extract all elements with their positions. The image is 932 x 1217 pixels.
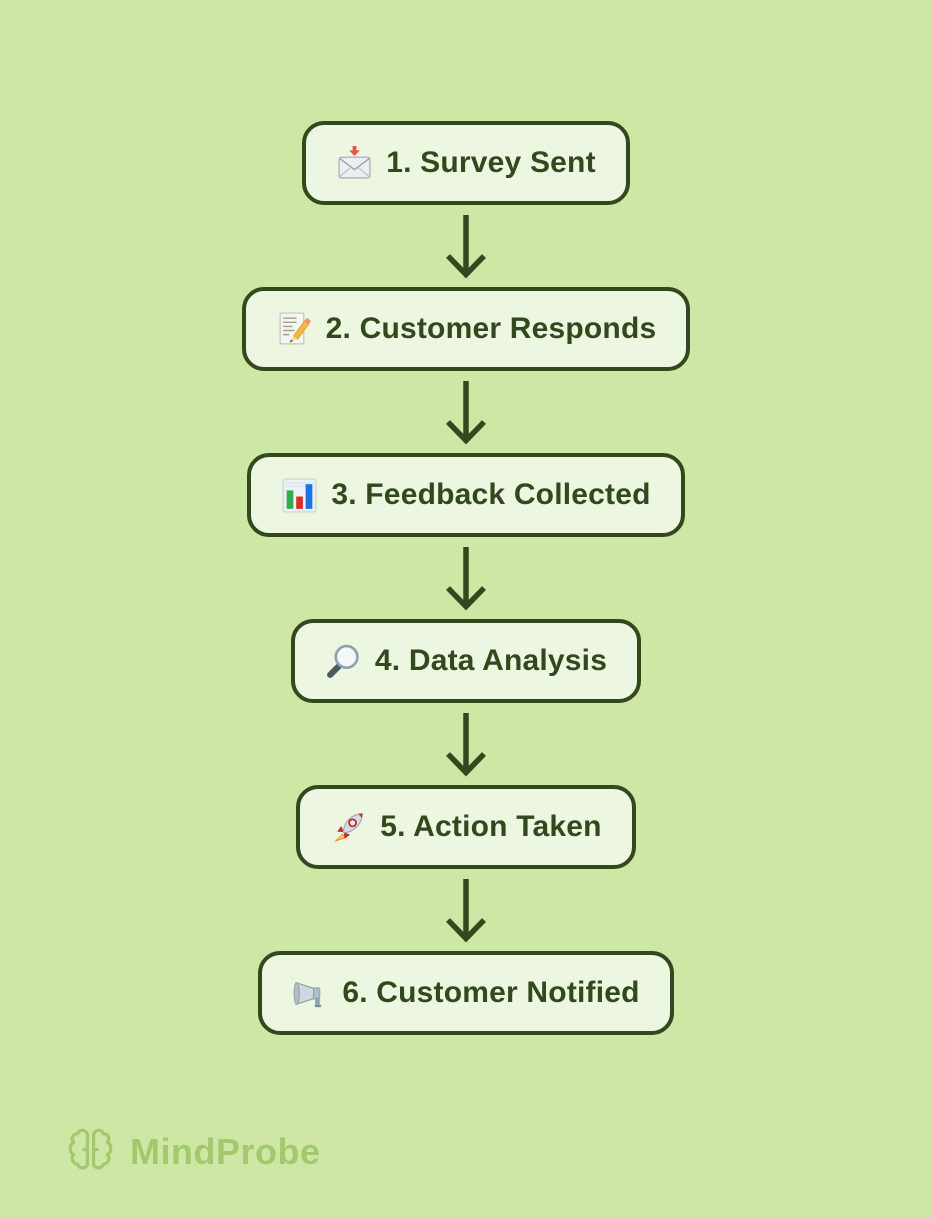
flow-step-feedback-collected: 3. Feedback Collected: [247, 453, 685, 537]
flow-step-data-analysis: 4. Data Analysis: [290, 619, 642, 703]
flow-arrow: [444, 371, 488, 453]
step-label: 6. Customer Notified: [342, 976, 640, 1009]
brand-footer: MindProbe: [66, 1125, 932, 1179]
flow-step-customer-notified: 6. Customer Notified: [258, 951, 674, 1035]
incoming-envelope-icon: [336, 145, 373, 182]
flow-arrow: [444, 537, 488, 619]
memo-pencil-icon: [276, 311, 313, 348]
brand-name: MindProbe: [130, 1131, 321, 1172]
step-label: 4. Data Analysis: [374, 644, 608, 677]
flow-arrow: [444, 205, 488, 287]
flow-step-action-taken: 5. Action Taken: [296, 785, 636, 869]
megaphone-icon: [292, 975, 329, 1012]
magnifying-glass-icon: [325, 643, 362, 680]
flowchart: 1. Survey Sent 2. Customer Responds: [241, 121, 691, 1035]
brain-logo-icon: [66, 1125, 115, 1179]
step-label: 1. Survey Sent: [386, 146, 596, 179]
bar-chart-icon: [281, 477, 318, 514]
step-label: 3. Feedback Collected: [331, 478, 651, 511]
flow-step-survey-sent: 1. Survey Sent: [302, 121, 630, 205]
flow-step-customer-responds: 2. Customer Responds: [241, 287, 691, 371]
rocket-icon: [330, 809, 367, 846]
flow-arrow: [444, 869, 488, 951]
step-label: 2. Customer Responds: [325, 312, 657, 345]
flow-arrow: [444, 703, 488, 785]
step-label: 5. Action Taken: [380, 810, 602, 843]
